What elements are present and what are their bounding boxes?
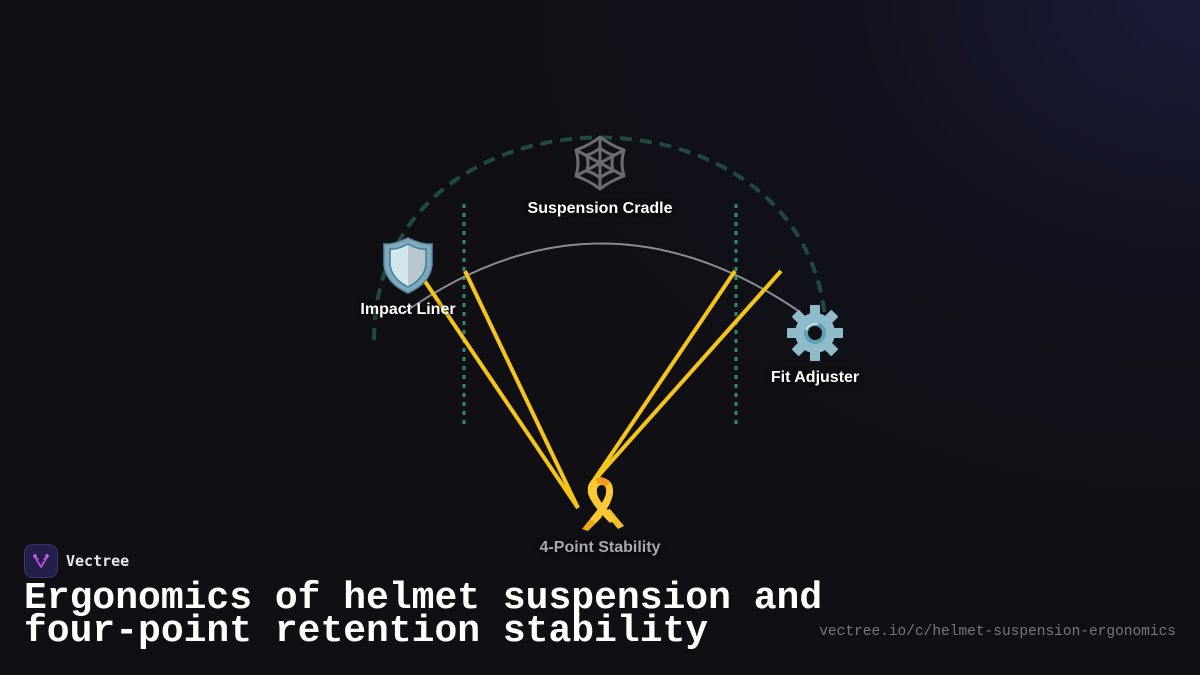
node-label-fit-adjuster: Fit Adjuster [770,369,860,386]
title-line-2: four-point retention stability [24,610,709,653]
node-label-impact-liner: Impact Liner [360,301,456,318]
outer-helmet-arc [372,135,828,341]
brand: Vectree [24,544,129,578]
strap-left-outer [420,275,580,510]
strap-left-inner [463,270,580,509]
shield-icon [383,237,433,294]
vectree-logo-icon [24,544,58,578]
gear-icon [787,305,843,361]
title-line-1: Ergonomics of helmet suspension and [24,577,823,620]
page-title: Ergonomics of helmet suspension and four… [24,580,822,651]
node-label-four-point-stability: 4-Point Stability [539,539,661,556]
strap-right-inner [590,269,737,485]
strap-right-outer [590,269,783,485]
spider-web-icon [574,135,626,191]
source-url: vectree.io/c/helmet-suspension-ergonomic… [819,624,1176,640]
inner-head-arc [404,242,801,313]
ribbon-icon [582,477,624,531]
brand-name: Vectree [66,552,130,570]
node-label-suspension-cradle: Suspension Cradle [527,200,673,217]
